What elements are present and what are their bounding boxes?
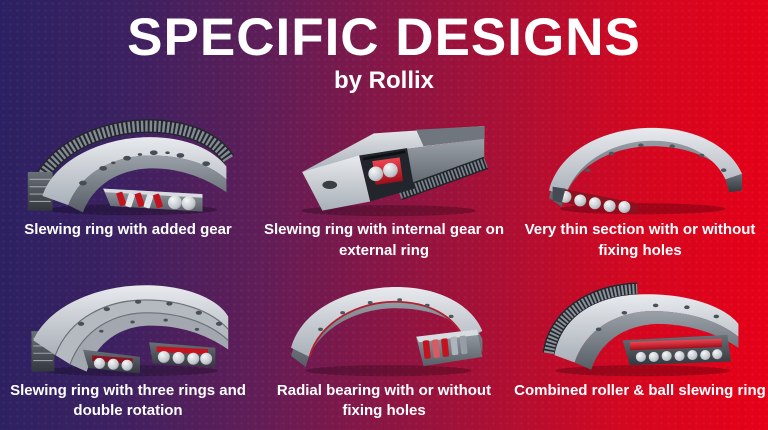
design-card-internal-gear: Slewing ring with internal gear on exter… xyxy=(256,109,512,270)
radial-bearing-image xyxy=(291,286,483,376)
page-subtitle: by Rollix xyxy=(333,67,435,94)
design-card-added-gear: Slewing ring with added gear xyxy=(0,109,256,270)
slewing-ring-with-added-gear-image xyxy=(27,119,235,216)
design-card-thin-section: Very thin section with or without fixing… xyxy=(512,109,768,270)
design-caption: Radial bearing with or without fixing ho… xyxy=(276,381,492,420)
slewing-ring-three-rings-image xyxy=(31,284,229,376)
very-thin-section-image xyxy=(548,127,743,215)
combined-roller-ball-slewing-ring-image xyxy=(542,281,739,376)
design-caption: Very thin section with or without fixing… xyxy=(524,221,756,259)
slewing-ring-with-internal-gear-image xyxy=(301,126,489,217)
design-caption: Slewing ring with internal gear on exter… xyxy=(263,221,505,259)
design-card-radial-bearing: Radial bearing with or without fixing ho… xyxy=(256,270,512,430)
design-caption: Combined roller & ball slewing ring xyxy=(514,381,766,399)
design-card-three-rings: Slewing ring with three rings and double… xyxy=(0,270,256,430)
designs-grid: Slewing ring with added gear Slewing rin… xyxy=(0,109,768,430)
design-caption: Slewing ring with three rings and double… xyxy=(10,381,246,420)
design-caption: Slewing ring with added gear xyxy=(24,221,232,238)
header: SPECIFIC DESIGNS by Rollix xyxy=(0,0,768,95)
design-card-combined-roller-ball: Combined roller & ball slewing ring xyxy=(512,270,768,430)
page-title: SPECIFIC DESIGNS xyxy=(127,8,641,67)
